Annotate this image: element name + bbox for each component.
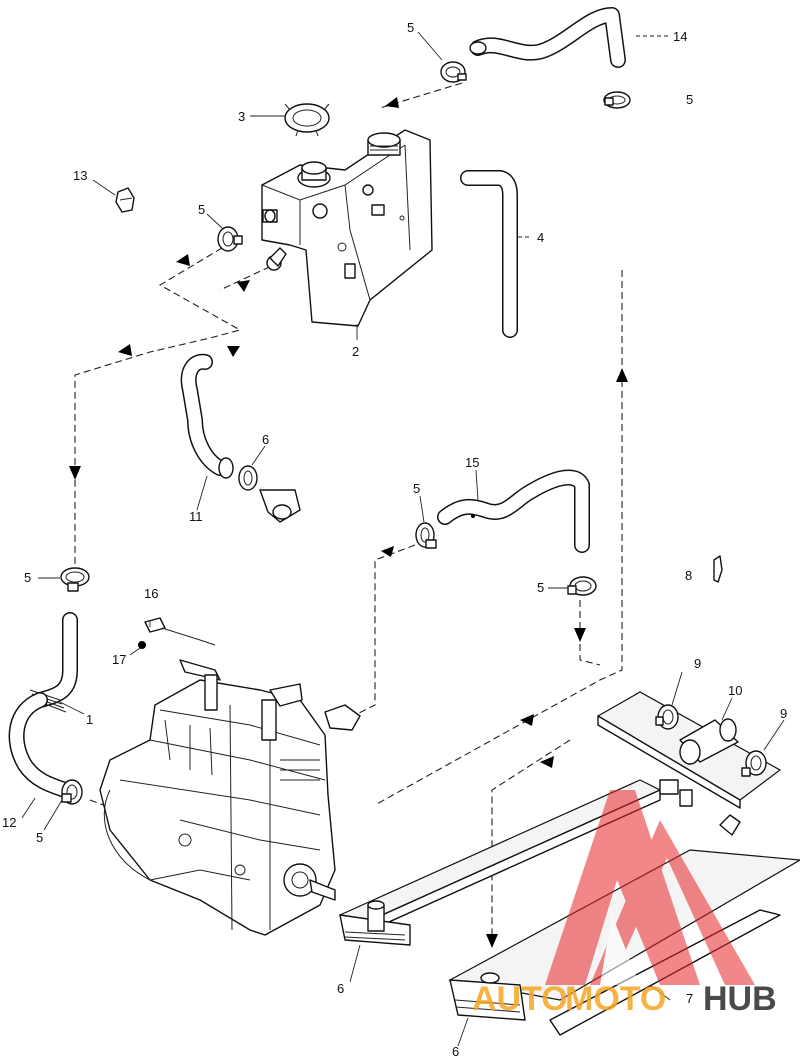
watermark-logo	[545, 790, 755, 985]
bleed-screw-8	[713, 555, 723, 583]
hose-4	[460, 170, 518, 338]
callout-2: 2	[352, 344, 359, 359]
clamp-5-top	[440, 61, 467, 83]
callout-8: 8	[685, 568, 692, 583]
callout-5: 5	[413, 481, 420, 496]
clamp-5-left-lower	[61, 779, 83, 805]
hose-15	[437, 469, 590, 553]
callout-16: 16	[144, 586, 158, 601]
callout-labels: 5 14 5 3 13 5 4 2 6 15 5 11 5 5 8 16 17 …	[2, 20, 787, 1059]
watermark-text-moto: MOTO	[565, 980, 666, 1018]
watermark-text-hub: HUB	[703, 980, 777, 1018]
pressure-cap-3	[284, 103, 330, 137]
fitting-13	[115, 187, 135, 213]
hose-11	[180, 353, 234, 479]
callout-10: 10	[728, 683, 742, 698]
callout-5: 5	[24, 570, 31, 585]
flow-arrow	[616, 368, 628, 382]
clamp-5-right	[603, 91, 631, 109]
callout-17: 17	[112, 652, 126, 667]
callout-6: 6	[262, 432, 269, 447]
flow-arrow	[385, 97, 399, 108]
callout-15: 15	[465, 455, 479, 470]
watermark-logo-mark	[590, 820, 755, 985]
watermark-logo-mark	[545, 790, 700, 985]
flow-arrow	[540, 756, 554, 768]
callout-6: 6	[452, 1044, 459, 1059]
callout-4: 4	[537, 230, 544, 245]
callout-9: 9	[780, 706, 787, 721]
flow-arrow	[69, 466, 81, 480]
callout-5: 5	[686, 92, 693, 107]
clamp-6-upper	[238, 465, 301, 523]
coolant-tank-2	[261, 129, 433, 327]
clamp-9-left	[655, 704, 679, 730]
callout-11: 11	[189, 509, 203, 524]
clamp-9-right	[741, 750, 767, 777]
callout-5: 5	[537, 580, 544, 595]
watermark-text-auto: AUTO	[472, 980, 568, 1018]
callout-5: 5	[407, 20, 414, 35]
flow-arrow	[486, 934, 498, 948]
callout-12: 12	[2, 815, 16, 830]
flow-arrow	[520, 714, 534, 726]
callout-7: 7	[686, 991, 693, 1006]
callout-1: 1	[86, 712, 93, 727]
clamp-5-right-mid	[567, 576, 597, 596]
flow-arrow	[118, 344, 132, 356]
clamp-5-tank	[217, 226, 243, 252]
watermark-text: AUTO MOTO HUB	[472, 980, 777, 1018]
callout-6: 6	[337, 981, 344, 996]
engine-block	[99, 659, 361, 936]
flow-arrow	[227, 346, 240, 357]
callout-3: 3	[238, 109, 245, 124]
flow-arrow	[237, 280, 250, 292]
flow-arrow	[176, 254, 190, 266]
clamp-5-hose15	[415, 522, 437, 549]
flow-arrow	[381, 546, 394, 557]
clamp-5-left-upper	[60, 567, 90, 592]
hose-10	[679, 718, 739, 765]
callout-5: 5	[198, 202, 205, 217]
hose-12	[8, 692, 73, 798]
leader-lines	[21, 31, 785, 1047]
callout-9: 9	[694, 656, 701, 671]
callout-14: 14	[673, 29, 687, 44]
hose-14	[469, 7, 626, 68]
callout-13: 13	[73, 168, 87, 183]
callout-5: 5	[36, 830, 43, 845]
flow-arrow	[574, 628, 586, 642]
